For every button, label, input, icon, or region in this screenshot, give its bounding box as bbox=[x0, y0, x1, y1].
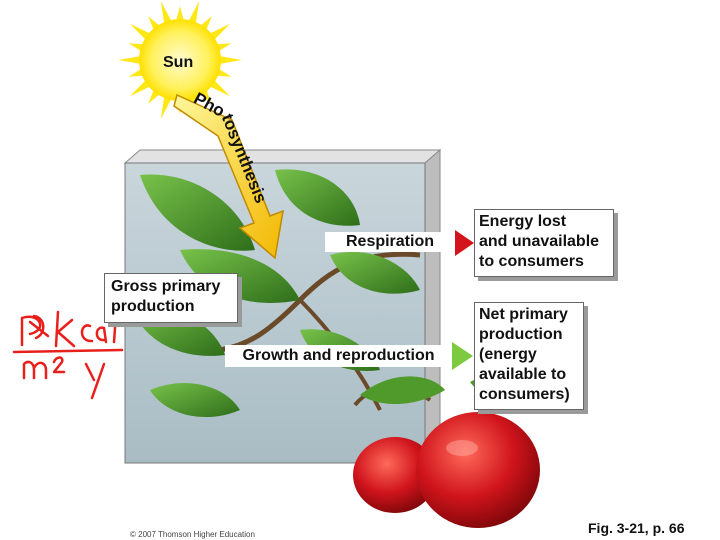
net-primary-production-line: available to bbox=[479, 366, 567, 383]
sun-ray bbox=[187, 1, 200, 26]
net-primary-production-line: production bbox=[479, 326, 563, 343]
gross-primary-production-line: production bbox=[111, 298, 195, 315]
growth-and-reproduction-label: Growth and reproduction bbox=[225, 347, 452, 365]
sun-ray bbox=[160, 1, 173, 26]
net-primary-production-line: Net primary bbox=[479, 306, 568, 323]
net-primary-production-box: Net primary production (energy available… bbox=[474, 302, 584, 410]
sun-ray bbox=[217, 55, 242, 65]
figure-caption: Fig. 3-21, p. 66 bbox=[588, 520, 685, 536]
net-primary-production-line: (energy bbox=[479, 346, 537, 363]
sun-ray bbox=[175, 6, 185, 23]
sun-label: Sun bbox=[163, 54, 194, 71]
photosynthesis-arrow bbox=[173, 93, 284, 260]
energy-lost-box: Energy lost and unavailable to consumers bbox=[474, 209, 614, 277]
respiration-label: Respiration bbox=[325, 233, 455, 251]
net-primary-production-line: consumers) bbox=[479, 386, 570, 403]
sun bbox=[118, 1, 242, 119]
gross-primary-production-line: Gross primary bbox=[111, 278, 221, 295]
energy-lost-line: to consumers bbox=[479, 253, 584, 270]
sun-ray bbox=[118, 55, 143, 65]
handwritten-annotation bbox=[12, 310, 124, 400]
energy-lost-line: and unavailable bbox=[479, 233, 600, 250]
energy-lost-line: Energy lost bbox=[479, 213, 567, 230]
sun-ray bbox=[160, 94, 173, 119]
gross-primary-production-box: Gross primary production bbox=[104, 273, 238, 323]
copyright-text: © 2007 Thomson Higher Education bbox=[130, 530, 255, 539]
